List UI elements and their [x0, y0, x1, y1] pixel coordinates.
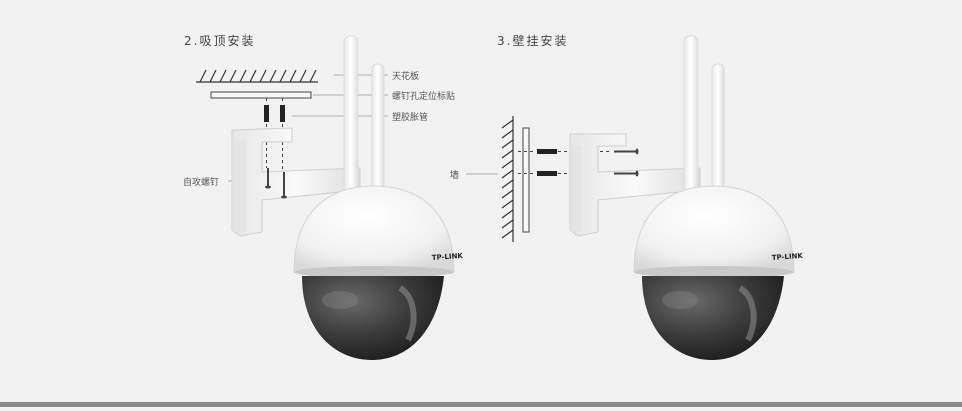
camera-lens-ball	[302, 276, 444, 360]
ceiling-section-title: 2.吸顶安装	[184, 34, 256, 48]
locating-sticker-plate	[210, 91, 312, 99]
wall-section-title: 3.壁挂安装	[497, 34, 569, 48]
self-tapping-screw-left	[265, 168, 271, 189]
label-locating-sticker: 螺钉孔定位标贴	[392, 92, 456, 102]
self-tapping-screw-right	[281, 172, 287, 199]
wall-screw-top	[614, 148, 639, 155]
wall-anchor-bottom	[537, 171, 557, 176]
ceiling-hatch	[196, 69, 318, 83]
wall-anchor-top	[537, 149, 557, 154]
label-self-tapping-screw: 自攻螺钉	[183, 178, 220, 188]
wall-hatch	[501, 116, 514, 242]
label-ceiling: 天花板	[392, 72, 420, 82]
ceiling-mount-illustration: TP-LINK	[196, 35, 464, 360]
wall-sticker-plate	[522, 127, 530, 233]
label-wall: 墙	[450, 171, 460, 181]
bottom-divider-bar	[0, 402, 962, 407]
wall-bracket	[231, 127, 361, 237]
brand-logo: TP-LINK	[432, 252, 464, 262]
plastic-anchor-right	[280, 105, 285, 122]
camera-dome-body-2	[633, 185, 795, 273]
plastic-anchor-left	[264, 105, 269, 122]
wall-bracket-side	[569, 133, 701, 237]
camera-lens-ball-2	[642, 276, 784, 360]
label-plastic-anchor: 塑胶胀管	[392, 113, 429, 123]
camera-dome-body	[293, 185, 455, 273]
wall-mount-illustration: TP-LINK	[466, 35, 804, 360]
brand-logo-2: TP-LINK	[772, 252, 804, 262]
wall-screw-bottom	[614, 170, 639, 177]
antenna-right	[371, 63, 385, 193]
antenna-right-2	[711, 63, 725, 193]
